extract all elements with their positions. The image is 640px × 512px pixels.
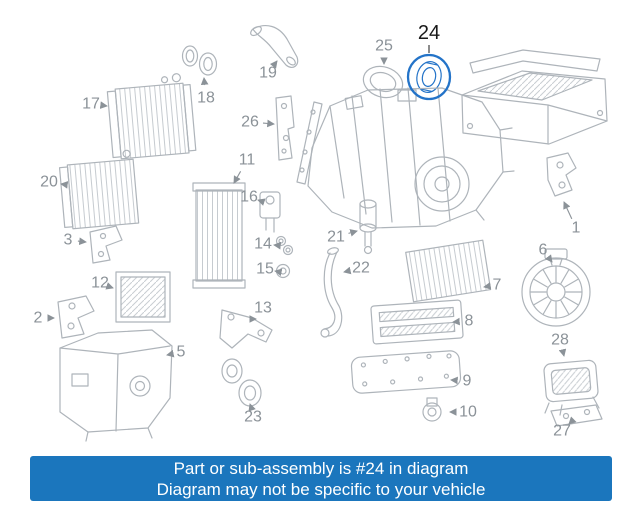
leader-line-6 [544,254,553,263]
part-13-lever-bracket [219,309,273,349]
part-16-expansion-valve [259,191,281,233]
part-21-valve [359,199,377,255]
part-20-evaporator-core [58,149,140,230]
leader-line-7 [483,282,492,290]
part-label-20: 20 [40,174,58,191]
part-10-drain-valve [422,397,442,422]
part-label-12: 12 [91,275,109,292]
part-17-heater-core [106,73,197,160]
callout-label-24: 24 [418,22,440,44]
leader-line-16 [257,198,266,206]
part-27-lower-bracket [550,404,603,427]
leader-line-19 [269,60,278,69]
banner-line-1: Part or sub-assembly is #24 in diagram [173,458,469,478]
part-5-lower-housing [59,329,173,442]
leader-line-26 [262,119,275,128]
banner: Part or sub-assembly is #24 in diagram D… [30,456,612,501]
part-6-blower-motor [521,248,591,327]
part-26-mounting-bracket [275,95,295,161]
part-label-19: 19 [259,65,277,82]
part-3-bracket [89,225,123,264]
part-label-28: 28 [551,332,569,349]
leader-line-27 [568,416,577,425]
highlight-ring-24 [406,53,452,101]
part-label-5: 5 [177,344,186,361]
leader-line-28 [558,348,567,357]
part-label-8: 8 [465,313,474,330]
part-7-filter-element [405,239,492,303]
part-28-resistor-bracket [543,359,600,416]
part-seal-strip [296,101,323,185]
part-1-bracket [546,152,577,197]
part-22-pipe [320,247,343,338]
part-15-fitting [275,263,291,279]
part-label-10: 10 [459,404,477,421]
part-label-18: 18 [197,90,215,107]
part-label-26: 26 [241,114,259,131]
part-14-o-rings [275,235,294,256]
leader-line-21 [348,229,358,237]
part-19-air-duct [250,25,299,69]
leader-line-22 [343,266,352,275]
banner-line-2: Diagram may not be specific to your vehi… [156,479,486,499]
part-label-25: 25 [375,38,393,55]
part-25-gasket [362,65,404,99]
part-label-6: 6 [539,242,548,259]
part-2-bracket [57,295,95,339]
part-12-cabin-filter [115,271,171,323]
part-main-housing [307,87,515,229]
part-intake-box [461,49,608,145]
part-18-seal-rings [181,45,218,76]
part-label-7: 7 [493,277,502,294]
part-label-21: 21 [327,229,345,246]
part-label-23: 23 [244,409,262,426]
part-11-evaporator [192,182,246,289]
part-label-22: 22 [352,260,370,277]
part-24-seal [416,61,442,93]
leader-line-1 [563,201,573,220]
leader-line-18 [200,77,209,86]
leader-line-11 [233,171,242,184]
part-label-27: 27 [553,423,571,440]
part-label-15: 15 [256,261,274,278]
part-label-3: 3 [64,232,73,249]
leader-line-15 [274,268,283,277]
part-8-tray [370,299,464,345]
diagram-line-art [57,25,608,442]
part-label-14: 14 [254,236,272,253]
part-23-grommets [221,358,262,407]
part-label-16: 16 [240,189,258,206]
leader-line-3 [77,237,87,246]
part-label-11: 11 [239,152,256,169]
part-9-cover-panel [350,350,462,394]
part-label-2: 2 [34,310,43,327]
part-label-13: 13 [254,300,272,317]
part-label-17: 17 [82,96,100,113]
part-label-1: 1 [572,220,581,237]
leader-line-5 [166,349,175,358]
part-label-9: 9 [463,373,472,390]
